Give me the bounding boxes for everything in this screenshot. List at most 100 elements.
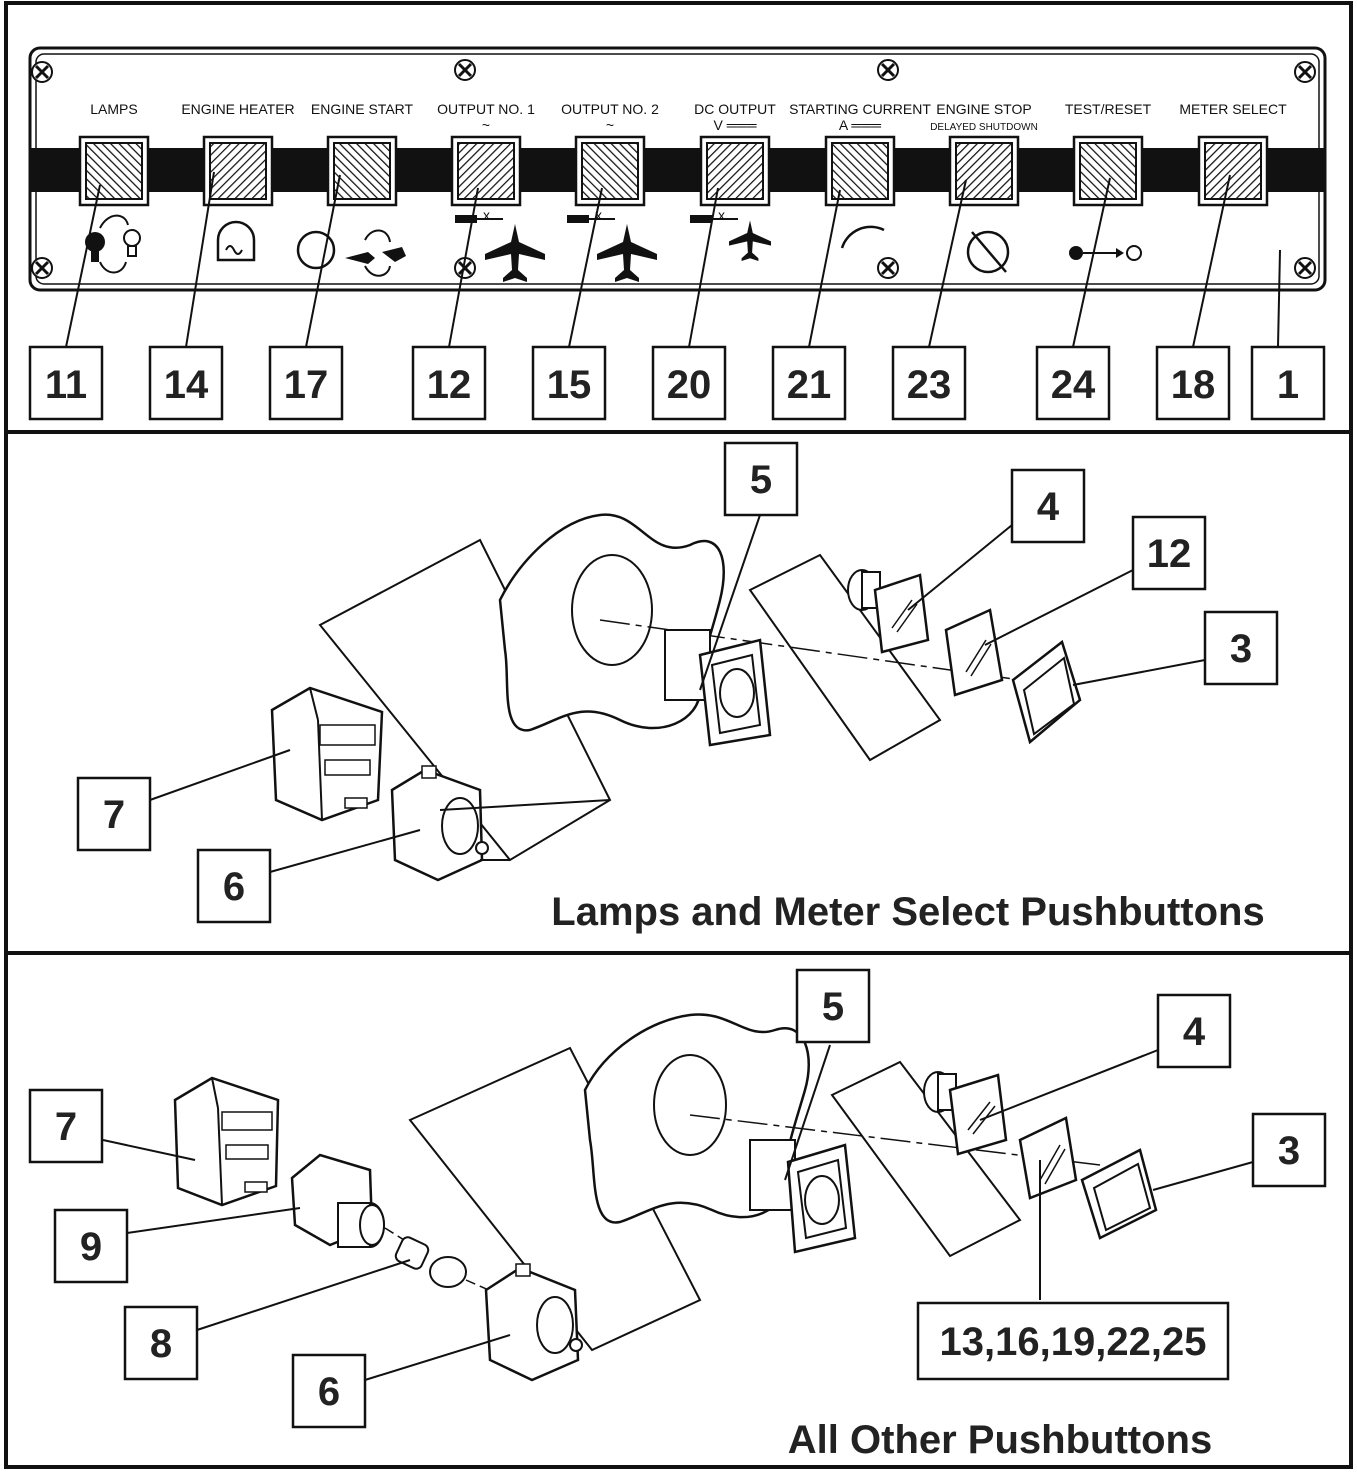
pushbutton-label: STARTING CURRENT bbox=[789, 101, 931, 117]
pushbutton[interactable]: LAMPS bbox=[78, 101, 150, 207]
pushbutton-sublabel: A ═══ bbox=[839, 117, 881, 133]
callout-label: 3 bbox=[1230, 627, 1252, 671]
screw-icon bbox=[876, 256, 900, 280]
screw-icon bbox=[30, 256, 54, 280]
callout-label: 7 bbox=[55, 1105, 77, 1149]
pushbutton[interactable]: ENGINE STOP DELAYED SHUTDOWN bbox=[930, 101, 1038, 207]
callout-7: 7 bbox=[76, 776, 152, 852]
callout-6: 6 bbox=[196, 848, 272, 924]
gauge-arc-icon bbox=[840, 225, 885, 249]
bezel-part-5 bbox=[749, 1139, 857, 1254]
control-panel: LAMPS ENGINE HEATER ENGINE START OUTPUT NO.… bbox=[28, 46, 1327, 421]
callout-4: 4 bbox=[1010, 468, 1086, 544]
aircraft-icon: x bbox=[567, 207, 657, 282]
lens-part-4 bbox=[923, 1071, 1008, 1156]
callout-label: 3 bbox=[1278, 1129, 1300, 1173]
screw-icon bbox=[30, 60, 54, 84]
pushbutton-sublabel: DELAYED SHUTDOWN bbox=[930, 122, 1038, 133]
callout-12: 12 bbox=[1131, 515, 1207, 591]
bezel-part-5 bbox=[664, 629, 772, 747]
pushbutton-label: ENGINE STOP bbox=[936, 101, 1031, 117]
callout-label: 17 bbox=[284, 363, 329, 407]
lens-part-4 bbox=[847, 569, 930, 654]
aircraft-icon: x bbox=[690, 207, 771, 261]
panel-hole bbox=[571, 554, 653, 666]
callout-18: 18 bbox=[1155, 345, 1231, 421]
switch-body-part-7 bbox=[173, 1076, 280, 1207]
callout-20: 20 bbox=[651, 345, 727, 421]
callout-label: 23 bbox=[907, 363, 952, 407]
bulb-part-8 bbox=[394, 1236, 467, 1288]
svg-text:x: x bbox=[483, 207, 490, 223]
lens-part-12 bbox=[944, 608, 1004, 697]
callout-label: 24 bbox=[1051, 363, 1096, 407]
callout-label: 4 bbox=[1037, 485, 1060, 529]
screw-icon bbox=[1293, 256, 1317, 280]
callout-21: 21 bbox=[771, 345, 847, 421]
lamp-holder-part-9 bbox=[290, 1153, 385, 1248]
pushbutton[interactable]: ENGINE START bbox=[311, 101, 414, 207]
svg-text:x: x bbox=[718, 207, 725, 223]
callout-label: 11 bbox=[45, 363, 87, 407]
callout-9: 9 bbox=[53, 1208, 129, 1284]
pushbutton-label: ENGINE START bbox=[311, 101, 414, 117]
callout-1: 1 bbox=[1250, 345, 1326, 421]
callout-17: 17 bbox=[268, 345, 344, 421]
pushbutton-sublabel: ~ bbox=[482, 117, 490, 133]
callout-3: 3 bbox=[1251, 1112, 1327, 1188]
pushbutton-label: METER SELECT bbox=[1179, 101, 1287, 117]
aircraft-icon: x bbox=[455, 207, 545, 282]
callout-label: 15 bbox=[547, 363, 592, 407]
callout-label: 6 bbox=[223, 865, 245, 909]
lens-part-13 bbox=[1018, 1116, 1078, 1200]
callout-label: 7 bbox=[103, 793, 125, 837]
socket-part-6 bbox=[484, 1263, 583, 1382]
lamps-meter-select-exploded-view: 5 4 12 3 7 6 Lamps and Meter Select Pushbutto… bbox=[76, 441, 1279, 934]
callout-23: 23 bbox=[891, 345, 967, 421]
callout-label: 18 bbox=[1171, 363, 1216, 407]
callout-label: 4 bbox=[1183, 1010, 1206, 1054]
callout-14: 14 bbox=[148, 345, 224, 421]
screw-icon bbox=[453, 58, 477, 82]
pushbutton-label: DC OUTPUT bbox=[694, 101, 776, 117]
callout-5: 5 bbox=[723, 441, 799, 517]
screw-icon bbox=[876, 58, 900, 82]
pushbutton-sublabel: ~ bbox=[606, 117, 614, 133]
pushbutton[interactable]: OUTPUT NO. 2~ bbox=[561, 101, 659, 207]
pushbutton[interactable]: METER SELECT bbox=[1179, 101, 1287, 207]
pushbutton-label: ENGINE HEATER bbox=[181, 101, 294, 117]
callout-5: 5 bbox=[795, 968, 871, 1044]
callout-label: 6 bbox=[318, 1370, 340, 1414]
callout-6: 6 bbox=[291, 1353, 367, 1429]
heater-icon bbox=[216, 220, 256, 262]
pushbutton-label: TEST/RESET bbox=[1065, 101, 1152, 117]
callout-8: 8 bbox=[123, 1305, 199, 1381]
callout-label: 1 bbox=[1277, 363, 1299, 407]
section-caption: All Other Pushbuttons bbox=[788, 1418, 1212, 1462]
pushbutton[interactable]: ENGINE HEATER bbox=[181, 101, 295, 207]
pushbutton[interactable]: OUTPUT NO. 1~ bbox=[437, 101, 535, 207]
callout-13-16-19-22-25: 13,16,19,22,25 bbox=[916, 1301, 1230, 1381]
mounting-plane bbox=[830, 1060, 1022, 1258]
pushbutton-label: OUTPUT NO. 2 bbox=[561, 101, 659, 117]
callout-label: 20 bbox=[667, 363, 712, 407]
callout-label: 13,16,19,22,25 bbox=[940, 1320, 1207, 1364]
switch-body-part-7 bbox=[270, 686, 384, 822]
callout-label: 5 bbox=[750, 458, 772, 502]
callout-label: 21 bbox=[787, 363, 832, 407]
engine-start-icon bbox=[296, 229, 406, 277]
callout-label: 12 bbox=[1147, 532, 1192, 576]
test-reset-icon bbox=[1069, 245, 1142, 261]
mounting-plane bbox=[748, 553, 942, 762]
callout-3: 3 bbox=[1203, 610, 1279, 686]
callout-4: 4 bbox=[1156, 993, 1232, 1069]
callout-11: 11 bbox=[28, 345, 104, 421]
callout-12: 12 bbox=[411, 345, 487, 421]
section-caption: Lamps and Meter Select Pushbuttons bbox=[551, 890, 1264, 934]
engine-stop-icon bbox=[966, 230, 1010, 274]
callout-15: 15 bbox=[531, 345, 607, 421]
callout-24: 24 bbox=[1035, 345, 1111, 421]
